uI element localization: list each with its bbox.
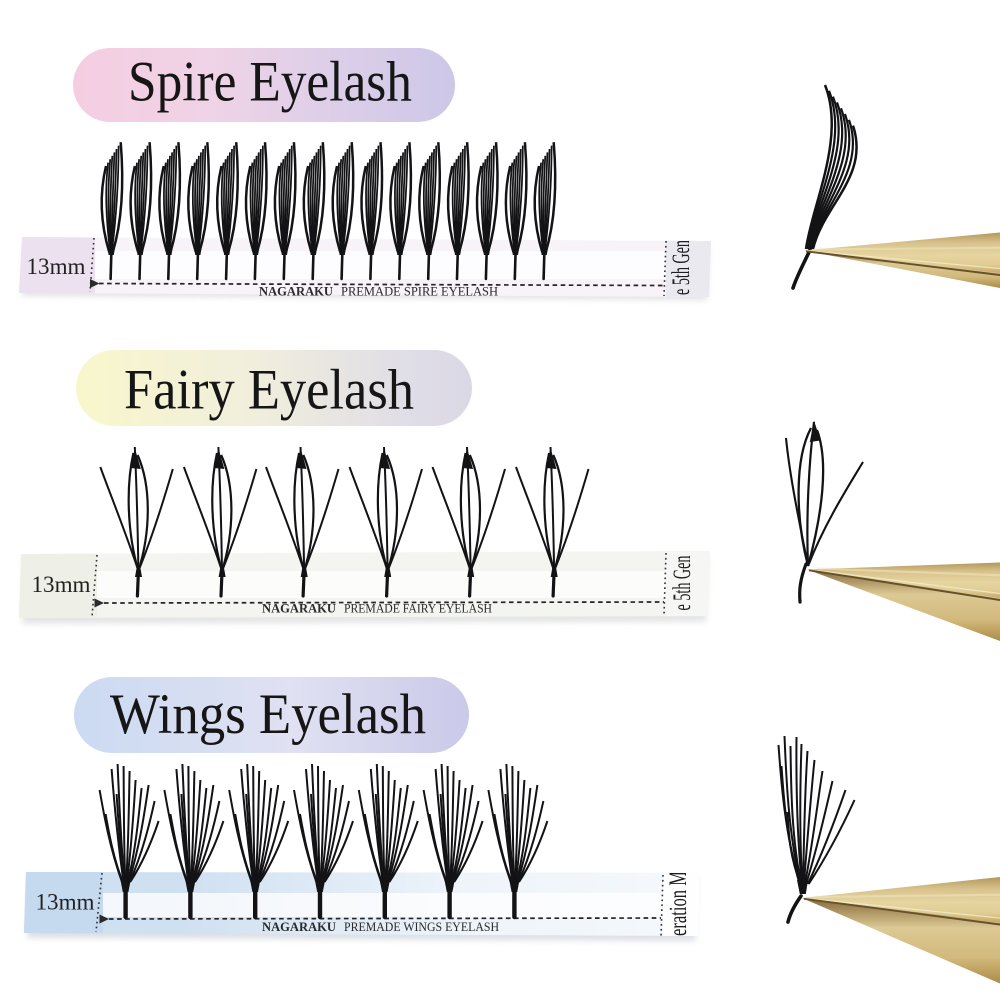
svg-text:PREMADE SPIRE EYELASH: PREMADE SPIRE EYELASH — [341, 285, 498, 299]
svg-text:Spire Eyelash: Spire Eyelash — [128, 51, 412, 114]
svg-text:Wings Eyelash: Wings Eyelash — [110, 683, 426, 746]
svg-text:PREMADE WINGS EYELASH: PREMADE WINGS EYELASH — [344, 920, 499, 934]
svg-text:PREMADE FAIRY EYELASH: PREMADE FAIRY EYELASH — [344, 602, 492, 616]
svg-text:13mm: 13mm — [32, 572, 91, 597]
svg-text:NAGARAKU: NAGARAKU — [259, 285, 333, 299]
svg-text:eration M: eration M — [665, 871, 692, 936]
svg-text:NAGARAKU: NAGARAKU — [262, 920, 336, 934]
svg-text:13mm: 13mm — [36, 890, 95, 915]
svg-text:NAGARAKU: NAGARAKU — [262, 602, 336, 616]
svg-text:13mm: 13mm — [27, 254, 86, 279]
svg-text:Fairy Eyelash: Fairy Eyelash — [124, 359, 414, 422]
svg-text:e 5th Gen: e 5th Gen — [669, 555, 696, 610]
svg-text:e 5th Gen: e 5th Gen — [668, 240, 695, 295]
